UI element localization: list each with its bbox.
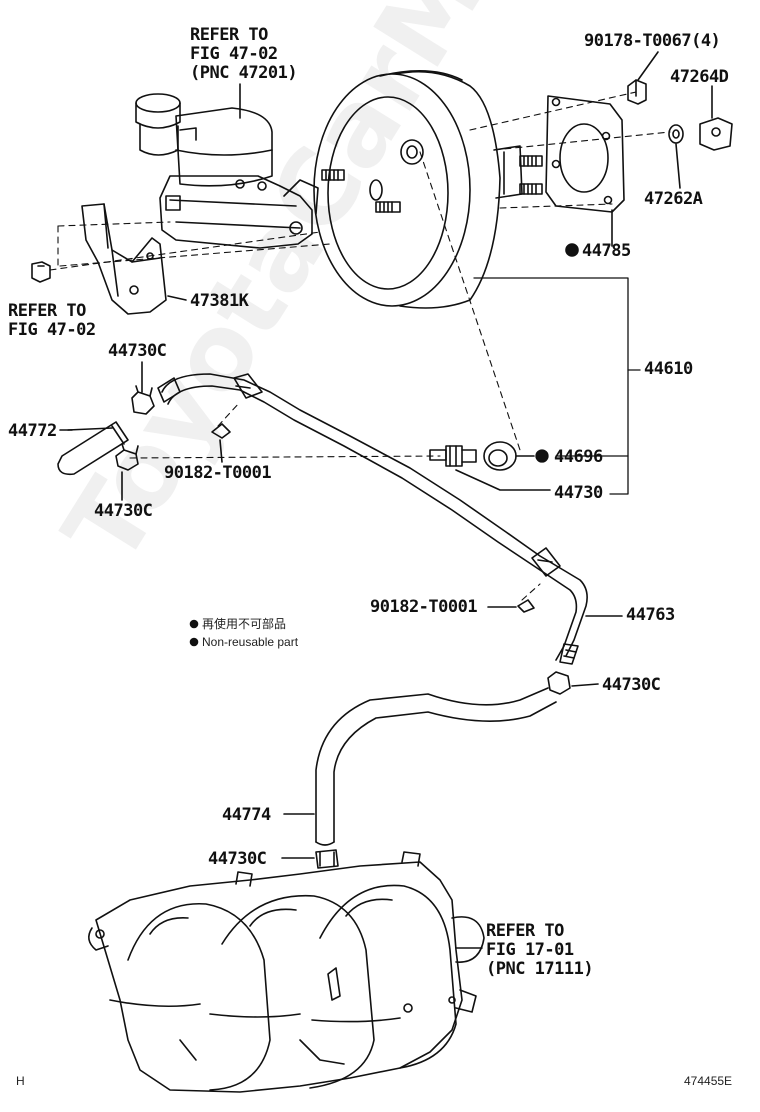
reference-line: (PNC 47201) <box>190 63 298 83</box>
legend-dot-en <box>189 637 199 647</box>
bracket-reference: REFER TO FIG 47-02 <box>8 302 96 340</box>
part-label-clip: 47262A <box>644 189 703 209</box>
reference-line: FIG 47-02 <box>190 44 278 64</box>
reference-line: FIG 17-01 <box>486 940 574 960</box>
legend-dot-jp <box>189 619 199 629</box>
part-label-small-clamp-lower: 90182-T0001 <box>370 597 478 617</box>
legend-english: Non-reusable part <box>202 635 299 649</box>
intake-manifold-reference: REFER TO FIG 17-01 (PNC 17111) <box>486 921 594 979</box>
bracket-drawing <box>31 203 167 315</box>
reference-line: FIG 47-02 <box>8 320 96 340</box>
master-cylinder-drawing <box>135 83 401 249</box>
hose-lower-drawing <box>283 687 557 846</box>
part-label-hose-lower: 44774 <box>222 805 271 825</box>
nut-pin-clip-drawing <box>611 51 733 247</box>
intake-manifold-drawing <box>88 851 485 1093</box>
reference-line: REFER TO <box>190 25 268 45</box>
gasket-drawing <box>545 95 625 213</box>
brake-booster-drawing <box>313 70 543 309</box>
bracket-leader <box>167 295 187 301</box>
assembly-bracket-lines <box>473 277 641 495</box>
check-valve-drawing <box>429 441 551 491</box>
legend-japanese: 再使用不可部品 <box>202 617 287 631</box>
part-label-clamp-lower-left: 44730C <box>94 501 153 521</box>
part-label-clamp-manifold: 44730C <box>208 849 267 869</box>
part-label-nut: 90178-T0067(4) <box>584 31 721 51</box>
reference-line: REFER TO <box>8 301 86 321</box>
part-label-clamp-upper-left: 44730C <box>108 341 167 361</box>
part-label-hose-left: 44772 <box>8 421 57 441</box>
hose-upper-leader <box>67 427 113 431</box>
part-label-clamp-pipe-end: 44730C <box>602 675 661 695</box>
gasket-nonreusable-dot <box>565 243 579 257</box>
part-label-vacuum-pipe: 44763 <box>626 605 675 625</box>
master-cylinder-reference: REFER TO FIG 47-02 (PNC 47201) <box>190 25 298 83</box>
clamps-drawing <box>115 361 599 869</box>
part-label-booster-assy: 44610 <box>644 359 693 379</box>
part-label-gasket: 44785 <box>582 241 631 261</box>
reference-line: (PNC 17111) <box>486 959 594 979</box>
part-label-pin: 47264D <box>670 67 729 87</box>
reference-line: REFER TO <box>486 921 564 941</box>
part-label-grommet: 44696 <box>554 447 603 467</box>
part-label-small-clamp-upper: 90182-T0001 <box>164 463 272 483</box>
part-label-check-valve: 44730 <box>554 483 603 503</box>
footer-mark: H <box>16 1074 25 1088</box>
figure-number: 474455E <box>684 1074 733 1088</box>
vacuum-pipe-drawing <box>157 373 623 665</box>
part-label-bracket: 47381K <box>190 291 249 311</box>
